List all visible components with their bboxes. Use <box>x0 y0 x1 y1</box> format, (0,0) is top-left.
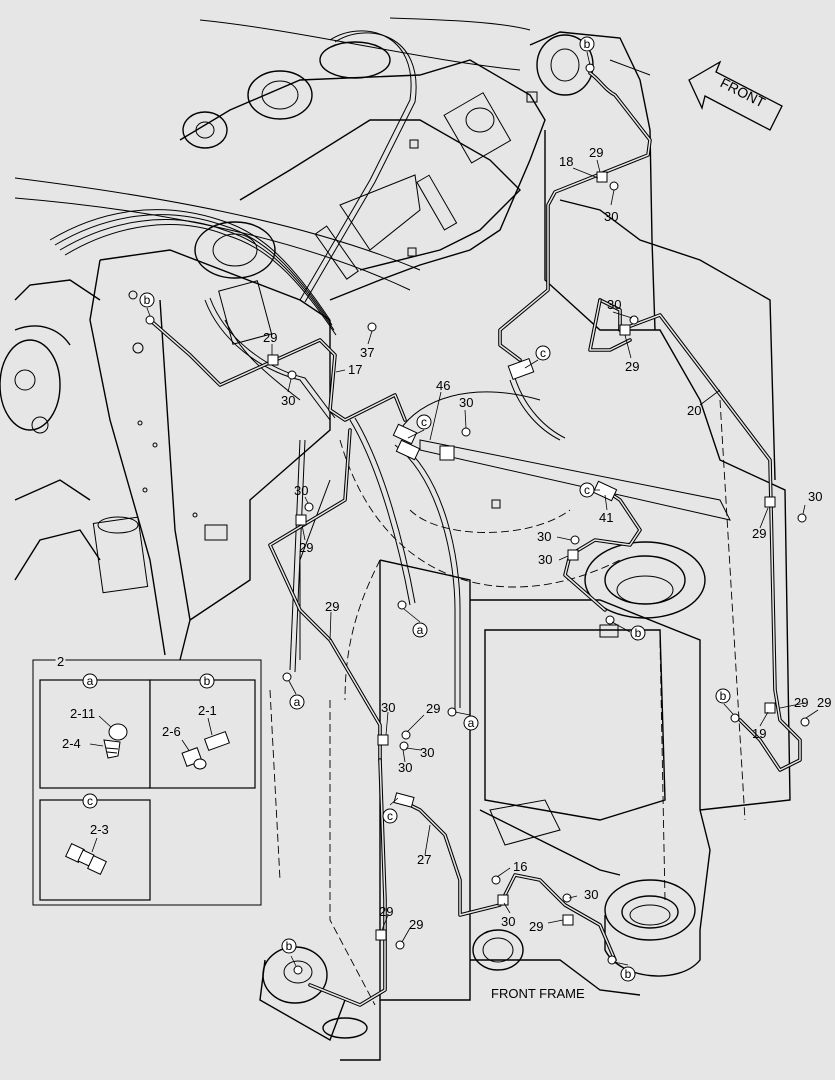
callout-30: 16 <box>513 859 527 874</box>
callout-29: 29 <box>794 695 808 710</box>
marker-a: a <box>289 694 305 710</box>
marker-a: a <box>412 622 428 638</box>
marker-a: a <box>463 715 479 731</box>
callout-30: 30 <box>459 395 473 410</box>
svg-text:b: b <box>720 689 727 703</box>
callout-29: 29 <box>589 145 603 160</box>
callout-41: 41 <box>599 510 613 525</box>
front-frame-structure <box>0 17 791 1061</box>
front-frame-caption: FRONT FRAME <box>491 986 585 1001</box>
svg-text:c: c <box>387 809 393 823</box>
inset-number: 2 <box>57 654 64 669</box>
clamps-and-bolts <box>145 63 810 975</box>
svg-text:a: a <box>468 716 475 730</box>
marker-b: b <box>579 36 595 52</box>
part-2-1: 2-1 <box>198 703 217 718</box>
marker-c: c <box>535 345 551 361</box>
union-fitting-icon <box>65 843 107 875</box>
callout-29: 30 <box>381 700 395 715</box>
svg-text:c: c <box>421 415 427 429</box>
callout-29: 29 <box>379 904 393 919</box>
grease-fitting-icon <box>103 723 128 759</box>
part-2-4: 2-4 <box>62 736 81 751</box>
callout-30: 29 <box>817 695 831 710</box>
connection-markers: b b c c c b b a a a c b b <box>139 36 731 982</box>
inset-panel-c <box>39 799 151 901</box>
pipe-17 <box>148 318 407 422</box>
callout-30: 29 <box>426 701 440 716</box>
marker-b: b <box>630 625 646 641</box>
callouts: 18 29 30 30 29 20 29 30 37 30 17 29 46 3… <box>263 145 831 934</box>
callout-30: 30 <box>420 745 434 760</box>
callout-30: 29 <box>409 917 423 932</box>
callout-29: 29 <box>752 526 766 541</box>
marker-b: b <box>139 292 155 308</box>
callout-30: 30 <box>604 209 618 224</box>
marker-b: b <box>281 938 297 954</box>
callout-30: 30 <box>537 529 551 544</box>
svg-text:c: c <box>540 346 546 360</box>
marker-c: c <box>579 482 595 498</box>
callout-27: 30 <box>398 760 412 775</box>
inset-detail-box: 2 a 2-11 2-4 b 2-1 2-6 c 2-3 <box>32 652 262 906</box>
callout-30: 30 <box>808 489 822 504</box>
callout-29: 29 <box>263 330 277 345</box>
leader-lines <box>146 51 819 967</box>
callout-29: 19 <box>752 726 766 741</box>
svg-text:a: a <box>294 695 301 709</box>
callout-29: 29 <box>529 919 543 934</box>
svg-text:b: b <box>625 967 632 981</box>
callout-17: 17 <box>348 362 362 377</box>
inset-panel-b-letter: b <box>204 674 211 688</box>
callout-20: 20 <box>687 403 701 418</box>
inset-panel-b <box>149 679 256 789</box>
part-2-6: 2-6 <box>162 724 181 739</box>
callout-29: 30 <box>501 914 515 929</box>
pipe-19 <box>268 428 382 762</box>
callout-29: 29 <box>625 359 639 374</box>
marker-b: b <box>715 688 731 704</box>
svg-text:b: b <box>635 626 642 640</box>
callout-29: 29 <box>299 540 313 555</box>
callout-30: 30 <box>584 887 598 902</box>
callout-30: 30 <box>607 297 621 312</box>
inset-panel-a-letter: a <box>87 674 94 688</box>
callout-37: 37 <box>360 345 374 360</box>
front-direction-arrow: FRONT <box>688 60 783 131</box>
callout-30: 30 <box>281 393 295 408</box>
marker-c: c <box>382 808 398 824</box>
callout-18: 18 <box>559 154 573 169</box>
svg-text:b: b <box>584 37 591 51</box>
callout-16: 27 <box>417 852 431 867</box>
pipe-lower <box>308 758 387 1007</box>
callout-46: 46 <box>436 378 450 393</box>
callout-30: 30 <box>294 483 308 498</box>
marker-b: b <box>620 966 636 982</box>
callout-19: 29 <box>325 599 339 614</box>
svg-text:c: c <box>584 483 590 497</box>
marker-c: c <box>416 414 432 430</box>
part-2-11: 2-11 <box>70 706 95 721</box>
svg-text:b: b <box>286 939 293 953</box>
svg-text:b: b <box>144 293 151 307</box>
elbow-fitting-icon <box>181 730 231 770</box>
svg-text:a: a <box>417 623 424 637</box>
inset-panel-a <box>39 679 151 789</box>
part-2-3: 2-3 <box>90 822 109 837</box>
inset-panel-c-letter: c <box>87 794 93 808</box>
callout-29: 30 <box>538 552 552 567</box>
